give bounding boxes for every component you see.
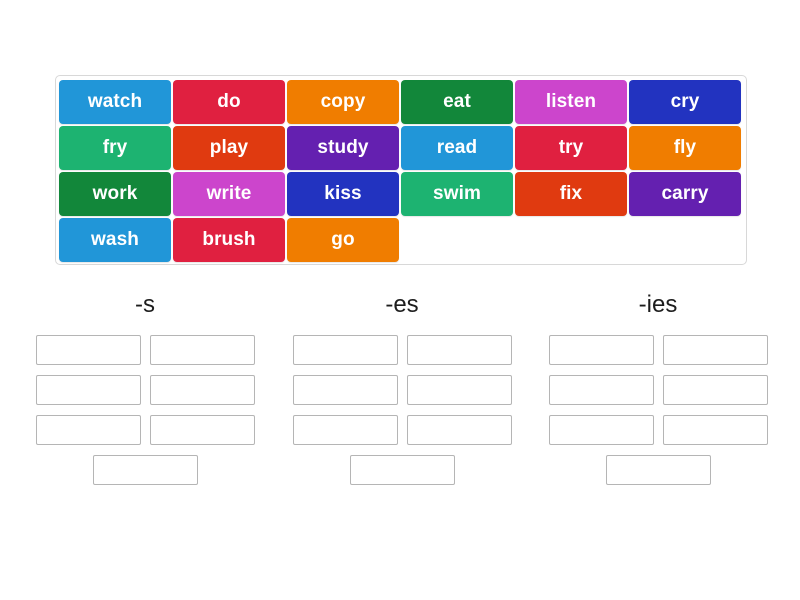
drop-slot[interactable] <box>605 455 711 485</box>
drop-slot[interactable] <box>35 375 141 405</box>
category-column-ies: -ies <box>533 288 783 485</box>
slot-row <box>20 455 270 485</box>
drop-slot[interactable] <box>548 335 654 365</box>
word-tile-kiss[interactable]: kiss <box>287 172 399 216</box>
word-tile-read[interactable]: read <box>401 126 513 170</box>
slot-row <box>20 375 270 405</box>
word-tile-swim[interactable]: swim <box>401 172 513 216</box>
slot-row <box>277 335 527 365</box>
category-header: -es <box>385 291 419 318</box>
drop-slot[interactable] <box>292 335 398 365</box>
slot-row <box>533 375 783 405</box>
category-header: -s <box>135 291 155 318</box>
drop-slot[interactable] <box>149 375 255 405</box>
category-column-es: -es <box>277 288 527 485</box>
drop-slot[interactable] <box>406 415 512 445</box>
drop-slot[interactable] <box>292 415 398 445</box>
word-tile-write[interactable]: write <box>173 172 285 216</box>
word-tile-listen[interactable]: listen <box>515 80 627 124</box>
word-tile-brush[interactable]: brush <box>173 218 285 262</box>
drop-slot[interactable] <box>35 335 141 365</box>
drop-slot[interactable] <box>406 335 512 365</box>
word-tile-go[interactable]: go <box>287 218 399 262</box>
word-tile-watch[interactable]: watch <box>59 80 171 124</box>
drop-slot[interactable] <box>406 375 512 405</box>
word-tile-carry[interactable]: carry <box>629 172 741 216</box>
slot-row <box>533 415 783 445</box>
word-tile-fix[interactable]: fix <box>515 172 627 216</box>
word-tile-do[interactable]: do <box>173 80 285 124</box>
word-tile-wash[interactable]: wash <box>59 218 171 262</box>
word-tile-fry[interactable]: fry <box>59 126 171 170</box>
word-tile-fly[interactable]: fly <box>629 126 741 170</box>
slot-row <box>20 335 270 365</box>
drop-slot[interactable] <box>349 455 455 485</box>
drop-slot[interactable] <box>662 415 768 445</box>
slot-row <box>533 335 783 365</box>
drop-slot[interactable] <box>35 415 141 445</box>
drop-slot[interactable] <box>548 415 654 445</box>
slot-row <box>277 415 527 445</box>
drop-slot[interactable] <box>149 335 255 365</box>
word-tile-try[interactable]: try <box>515 126 627 170</box>
word-tile-play[interactable]: play <box>173 126 285 170</box>
drop-slot[interactable] <box>662 375 768 405</box>
category-column-s: -s <box>20 288 270 485</box>
drop-slot[interactable] <box>149 415 255 445</box>
word-tile-eat[interactable]: eat <box>401 80 513 124</box>
word-tile-study[interactable]: study <box>287 126 399 170</box>
drop-slot[interactable] <box>548 375 654 405</box>
word-tile-cry[interactable]: cry <box>629 80 741 124</box>
slot-row <box>20 415 270 445</box>
slot-row <box>277 455 527 485</box>
slot-row <box>533 455 783 485</box>
drop-slot[interactable] <box>662 335 768 365</box>
word-tile-copy[interactable]: copy <box>287 80 399 124</box>
word-tile-work[interactable]: work <box>59 172 171 216</box>
slot-row <box>277 375 527 405</box>
drop-slot[interactable] <box>292 375 398 405</box>
category-header: -ies <box>638 291 678 318</box>
drop-slot[interactable] <box>92 455 198 485</box>
